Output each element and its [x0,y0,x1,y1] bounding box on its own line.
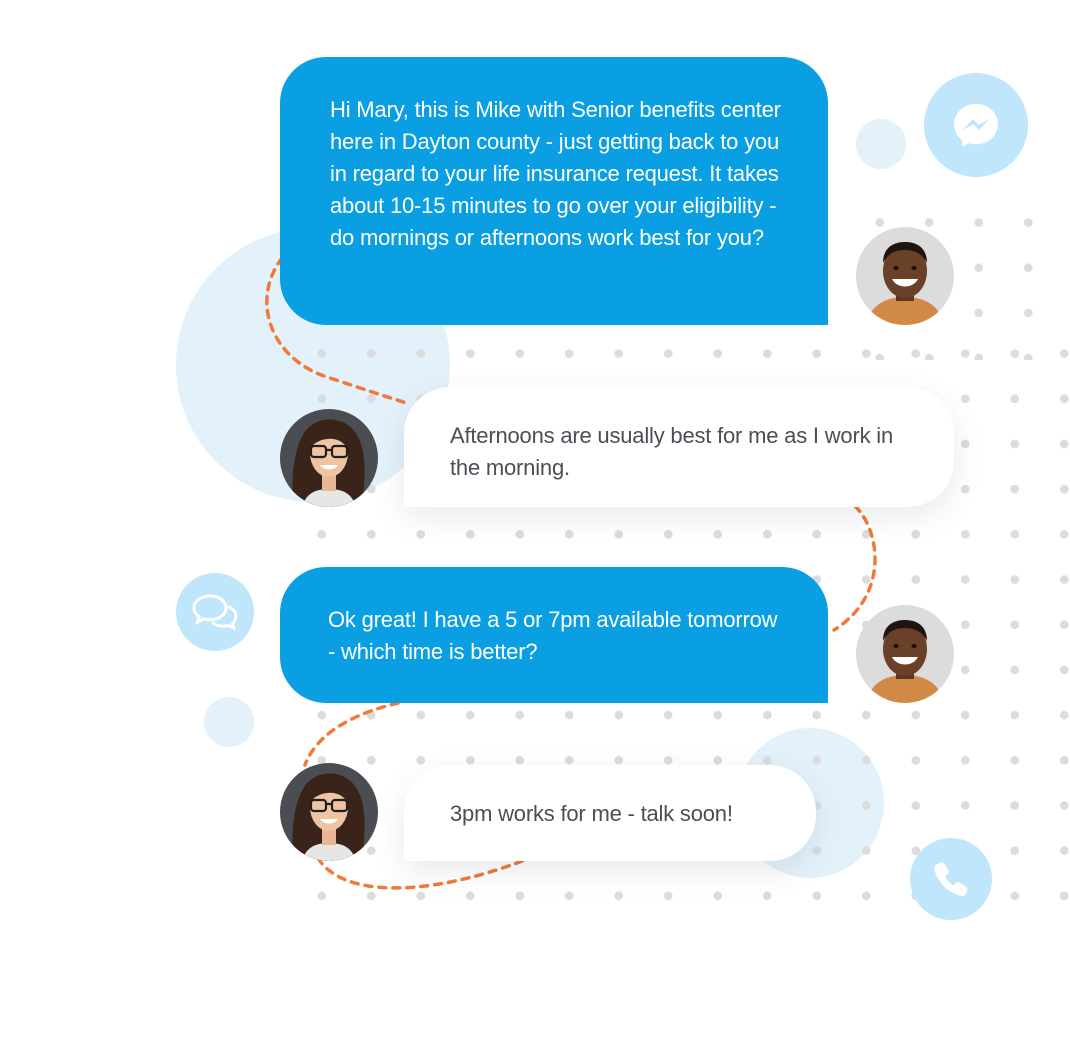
decorative-circle-small-top [856,119,906,169]
message-bubble-customer-2: 3pm works for me - talk soon! [404,765,816,861]
decorative-circle-small-left [204,697,254,747]
phone-icon [910,838,992,920]
avatar-agent [856,227,954,325]
message-bubble-customer-1: Afternoons are usually best for me as I … [404,387,954,507]
message-bubble-agent-1: Hi Mary, this is Mike with Senior benefi… [280,57,828,325]
message-text: Ok great! I have a 5 or 7pm available to… [328,607,778,664]
message-text: 3pm works for me - talk soon! [450,801,733,826]
message-text: Hi Mary, this is Mike with Senior benefi… [330,97,781,250]
avatar-customer [280,763,378,861]
messenger-icon [924,73,1028,177]
avatar-agent [856,605,954,703]
chat-bubbles-icon [176,573,254,651]
message-bubble-agent-2: Ok great! I have a 5 or 7pm available to… [280,567,828,703]
message-text: Afternoons are usually best for me as I … [450,423,894,480]
avatar-customer [280,409,378,507]
